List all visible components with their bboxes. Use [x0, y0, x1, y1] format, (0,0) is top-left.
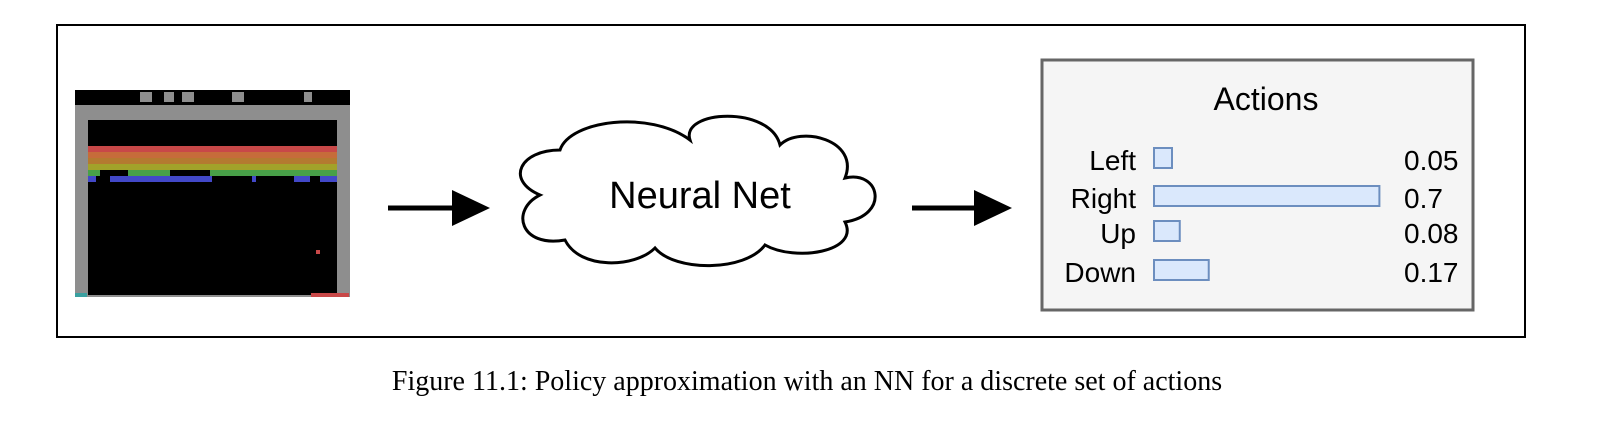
action-probability-value: 0.05: [1404, 145, 1459, 176]
brick-row: [88, 152, 337, 158]
score-digits: [140, 92, 312, 102]
brick-gap: [96, 176, 110, 182]
action-probability-value: 0.17: [1404, 257, 1459, 288]
action-probability-bar: [1153, 220, 1181, 242]
arrow-to-network: [388, 190, 490, 226]
figure-caption: Figure 11.1: Policy approximation with a…: [391, 366, 1223, 397]
brick-gap: [100, 170, 128, 176]
cloud-label: Neural Net: [609, 175, 791, 217]
brick-row: [88, 164, 337, 170]
brick-gap: [256, 176, 294, 182]
actions-title: Actions: [1214, 81, 1319, 117]
neural-net-cloud: Neural Net: [518, 114, 877, 268]
action-label: Right: [1071, 183, 1137, 214]
action-probability-bar: [1153, 147, 1173, 169]
ball: [316, 250, 320, 254]
brick-gap: [310, 176, 320, 182]
action-probability-bar: [1153, 259, 1210, 281]
arrow-to-actions: [912, 190, 1012, 226]
action-probability-value: 0.08: [1404, 218, 1459, 249]
brick-row: [88, 146, 337, 152]
brick-gap: [212, 176, 252, 182]
action-probability-bar: [1153, 185, 1381, 207]
action-probability-value: 0.7: [1404, 183, 1443, 214]
brick-rows: [88, 146, 337, 182]
brick-row: [88, 170, 337, 176]
game-screen-image: [75, 90, 350, 297]
action-label: Down: [1064, 257, 1136, 288]
brick-gap: [170, 170, 210, 176]
brick-row: [88, 158, 337, 164]
paddle: [311, 293, 349, 297]
action-label: Left: [1089, 145, 1136, 176]
action-label: Up: [1100, 218, 1136, 249]
bottom-marker: [75, 293, 87, 297]
